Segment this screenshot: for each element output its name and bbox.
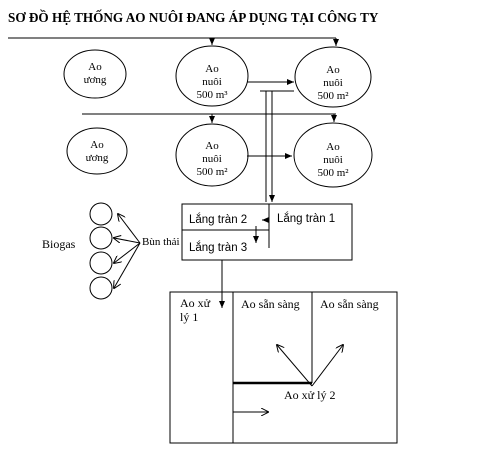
treatment-pond-1-label: Ao xử lý 1 — [180, 296, 211, 324]
settling-tank-3-label: Lắng tràn 3 — [189, 242, 248, 254]
grow-pond-4-label: Ao nuôi 500 m² — [317, 141, 349, 179]
grow-pond-3-label: Ao nuôi 500 m² — [196, 140, 228, 178]
diagram-title: SƠ ĐỒ HỆ THỐNG AO NUÔI ĐANG ÁP DỤNG TẠI … — [8, 10, 379, 25]
grow-pond-2-label: Ao nuôi 500 m² — [317, 64, 349, 102]
grow-pond-1-label: Ao nuôi 500 m³ — [196, 63, 228, 101]
biogas-tank-3 — [89, 251, 113, 275]
ready-pond-1-label: Ao sẵn sàng — [241, 297, 300, 311]
nursery-pond-2-label: Ao ương — [85, 139, 109, 164]
settling-tank-2-label: Lắng tràn 2 — [189, 214, 248, 226]
settling-tank-1-label: Lắng tràn 1 — [277, 213, 336, 225]
grow-pond-2 — [294, 46, 372, 108]
sludge-label: Bùn thải — [142, 236, 180, 248]
biogas-label: Biogas — [42, 237, 76, 251]
grow-pond-3 — [175, 123, 249, 187]
treatment-box — [169, 291, 398, 444]
nursery-pond-1-label: Ao ương — [83, 61, 107, 86]
biogas-tank-2 — [89, 226, 113, 250]
biogas-tank-1 — [89, 202, 113, 226]
settling-box — [181, 203, 353, 261]
treatment-pond-2-label: Ao xử lý 2 — [284, 388, 336, 402]
nursery-pond-2 — [66, 127, 128, 175]
ready-pond-2-label: Ao sẵn sàng — [320, 297, 379, 311]
biogas-tank-4 — [89, 276, 113, 300]
nursery-pond-1 — [63, 49, 127, 99]
grow-pond-4 — [293, 122, 373, 188]
grow-pond-1 — [175, 45, 249, 107]
